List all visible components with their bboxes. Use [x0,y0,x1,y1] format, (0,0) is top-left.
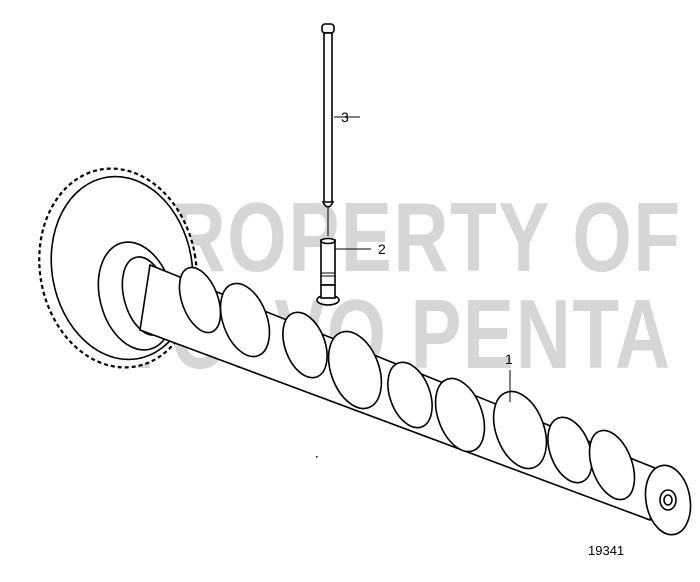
figure-number: 19341 [588,543,625,558]
watermark-line-1: PROPERTY OF [118,182,682,292]
push-rod-drawing [321,23,335,236]
camshaft-drawing [139,263,692,536]
callout-1: 1 [505,351,513,367]
tappet-drawing [316,237,340,306]
callout-2: 2 [378,241,386,257]
callout-3: 3 [341,109,349,125]
